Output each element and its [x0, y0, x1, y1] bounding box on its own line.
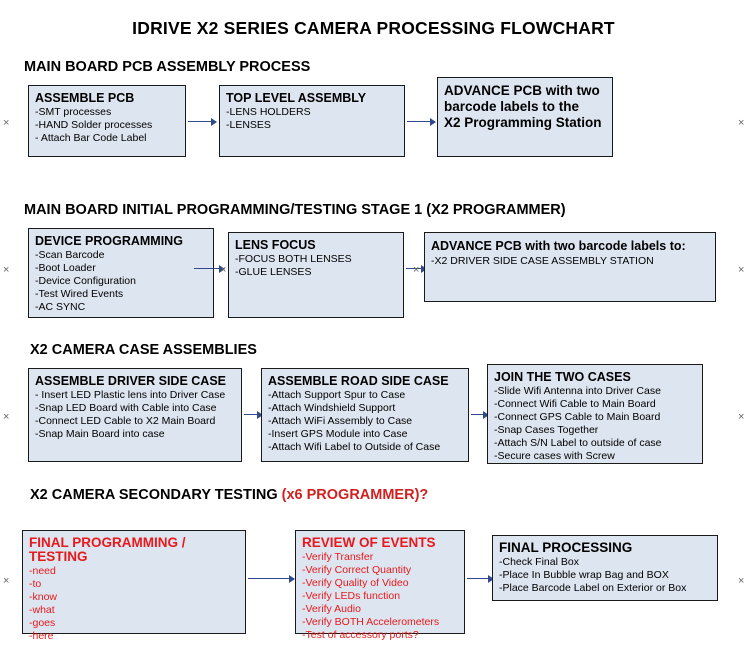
box-review-of-events-lines: -Verify Transfer -Verify Correct Quantit…: [302, 551, 440, 641]
box-assemble-pcb-lines: -SMT processes -HAND Solder processes - …: [35, 106, 153, 144]
arrow-assemble-pcb-to-top-level: [188, 118, 217, 126]
box-join-the-two-cases[interactable]: JOIN THE TWO CASES -Slide Wifi Antenna i…: [487, 364, 703, 464]
box-advance-pcb-programming-station[interactable]: ADVANCE PCB with two barcode labels to t…: [437, 77, 613, 157]
guide-tick: ×: [3, 411, 10, 423]
box-device-programming-lines: -Scan Barcode -Boot Loader -Device Confi…: [35, 249, 136, 313]
guide-tick: ×: [738, 264, 745, 276]
box-final-processing[interactable]: FINAL PROCESSING -Check Final Box -Place…: [492, 535, 718, 601]
guide-tick: ×: [3, 117, 10, 129]
box-final-programming-testing-title: FINAL PROGRAMMING / TESTING: [29, 535, 186, 564]
section-heading-main-board-pcb: MAIN BOARD PCB ASSEMBLY PROCESS: [24, 59, 310, 75]
section-heading-case-assemblies: X2 CAMERA CASE ASSEMBLIES: [30, 342, 257, 358]
box-review-of-events-title: REVIEW OF EVENTS: [302, 535, 436, 550]
page-title: IDRIVE X2 SERIES CAMERA PROCESSING FLOWC…: [132, 18, 615, 38]
box-assemble-pcb[interactable]: ASSEMBLE PCB -SMT processes -HAND Solder…: [28, 85, 186, 157]
box-device-programming[interactable]: DEVICE PROGRAMMING -Scan Barcode -Boot L…: [28, 228, 214, 318]
box-final-processing-lines: -Check Final Box -Place In Bubble wrap B…: [499, 556, 687, 594]
section-label-secondary-testing: X2 CAMERA SECONDARY TESTING: [30, 487, 282, 503]
box-review-of-events[interactable]: REVIEW OF EVENTS -Verify Transfer -Verif…: [295, 530, 465, 641]
box-advance-pcb-driver-side-title: ADVANCE PCB with two barcode labels to:: [431, 239, 686, 253]
box-final-processing-title: FINAL PROCESSING: [499, 540, 633, 555]
box-advance-pcb-programming-station-title: ADVANCE PCB with two barcode labels to t…: [444, 83, 602, 130]
box-advance-pcb-driver-side[interactable]: ADVANCE PCB with two barcode labels to: …: [424, 232, 716, 302]
box-lens-focus-title: LENS FOCUS: [235, 238, 316, 252]
section-label-secondary-testing-suffix: (x6 PROGRAMMER)?: [281, 487, 429, 503]
guide-tick: ×: [738, 575, 745, 587]
arrow-final-programming-to-review: [248, 575, 295, 583]
section-label-case-assemblies: X2 CAMERA CASE ASSEMBLIES: [30, 342, 257, 358]
box-assemble-driver-side-case[interactable]: ASSEMBLE DRIVER SIDE CASE - Insert LED P…: [28, 368, 242, 462]
arrow-review-to-final-processing: [467, 575, 494, 583]
box-assemble-driver-side-case-title: ASSEMBLE DRIVER SIDE CASE: [35, 374, 227, 388]
box-top-level-assembly[interactable]: TOP LEVEL ASSEMBLY -LENS HOLDERS -LENSES: [219, 85, 405, 157]
box-advance-pcb-driver-side-lines: -X2 DRIVER SIDE CASE ASSEMBLY STATION: [431, 255, 654, 267]
guide-tick: ×: [220, 264, 227, 276]
box-device-programming-title: DEVICE PROGRAMMING: [35, 234, 183, 248]
guide-tick: ×: [3, 575, 10, 587]
section-label-initial-programming: MAIN BOARD INITIAL PROGRAMMING/TESTING S…: [24, 202, 566, 218]
box-assemble-road-side-case-title: ASSEMBLE ROAD SIDE CASE: [268, 374, 449, 388]
guide-tick: ×: [738, 117, 745, 129]
box-assemble-road-side-case[interactable]: ASSEMBLE ROAD SIDE CASE -Attach Support …: [261, 368, 469, 462]
box-join-the-two-cases-lines: -Slide Wifi Antenna into Driver Case -Co…: [494, 385, 662, 462]
section-heading-initial-programming: MAIN BOARD INITIAL PROGRAMMING/TESTING S…: [24, 202, 566, 218]
arrow-road-case-to-join-cases: [471, 411, 489, 419]
arrow-driver-case-to-road-case: [244, 411, 263, 419]
box-lens-focus-lines: -FOCUS BOTH LENSES -GLUE LENSES: [235, 253, 352, 278]
arrow-top-level-to-advance-pcb: [407, 118, 436, 126]
box-assemble-pcb-title: ASSEMBLE PCB: [35, 91, 135, 105]
guide-tick: ×: [413, 264, 420, 276]
box-final-programming-testing-lines: -need -to -know -what -goes -here: [29, 565, 58, 642]
box-assemble-road-side-case-lines: -Attach Support Spur to Case -Attach Win…: [268, 389, 441, 453]
section-heading-secondary-testing: X2 CAMERA SECONDARY TESTING (x6 PROGRAMM…: [30, 487, 428, 503]
arrow-device-programming-to-lens-focus: [194, 265, 225, 273]
box-assemble-driver-side-case-lines: - Insert LED Plastic lens into Driver Ca…: [35, 389, 226, 440]
box-final-programming-testing[interactable]: FINAL PROGRAMMING / TESTING -need -to -k…: [22, 530, 246, 642]
box-top-level-assembly-lines: -LENS HOLDERS -LENSES: [226, 106, 311, 131]
box-lens-focus[interactable]: LENS FOCUS -FOCUS BOTH LENSES -GLUE LENS…: [228, 232, 404, 318]
guide-tick: ×: [738, 411, 745, 423]
box-top-level-assembly-title: TOP LEVEL ASSEMBLY: [226, 91, 367, 105]
guide-tick: ×: [3, 264, 10, 276]
section-label-main-board-pcb: MAIN BOARD PCB ASSEMBLY PROCESS: [24, 59, 311, 75]
box-join-the-two-cases-title: JOIN THE TWO CASES: [494, 370, 631, 384]
